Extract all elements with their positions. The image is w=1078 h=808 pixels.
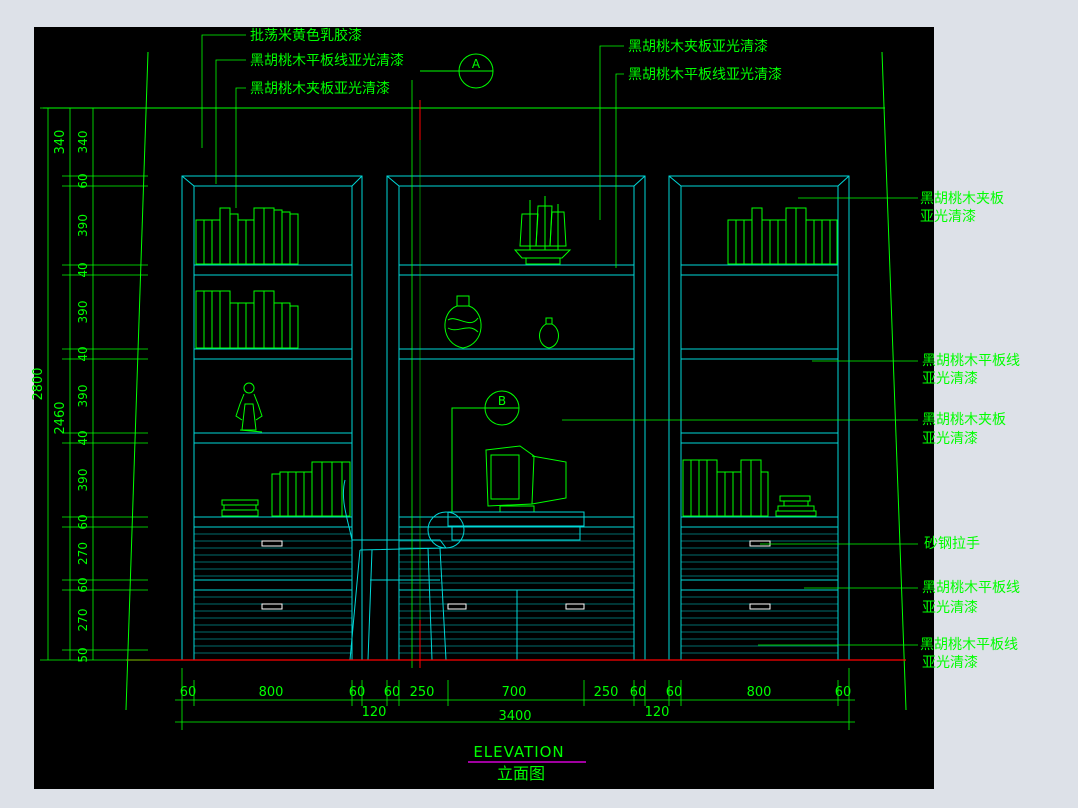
vertical-dim-5: 40 — [76, 346, 90, 361]
top-labels: 批荡米黄色乳胶漆 黑胡桃木平板线亚光清漆 黑胡桃木夹板亚光清漆 黑胡桃木夹板亚光… — [250, 27, 782, 97]
title-chinese: 立面图 — [497, 764, 545, 783]
dim-total-340: 340 — [53, 130, 68, 155]
books-left-top — [195, 207, 299, 265]
right-label-2: 黑胡桃木平板线 — [922, 353, 1020, 369]
top-label-2: 黑胡桃木平板线亚光清漆 — [250, 53, 404, 69]
horizontal-dimension-lines — [175, 668, 855, 730]
right-label-5-sub: 亚光清漆 — [922, 600, 978, 616]
vertical-dim-3: 40 — [76, 262, 90, 277]
horizontal-dim-9: 800 — [747, 685, 772, 700]
right-label-6-sub: 亚光清漆 — [922, 655, 978, 671]
horizontal-dim-0: 60 — [180, 685, 197, 700]
vertical-dim-4: 390 — [76, 301, 90, 324]
drawer-slats — [194, 533, 838, 654]
right-labels: 黑胡桃木夹板 亚光清漆 黑胡桃木平板线 亚光清漆 黑胡桃木夹板 亚光清漆 砂钢拉… — [920, 191, 1020, 671]
dim-120-left: 120 — [362, 705, 387, 720]
right-leaders — [562, 197, 918, 646]
horizontal-dim-8: 60 — [666, 685, 683, 700]
figurine — [235, 382, 263, 433]
ship-model — [513, 196, 572, 265]
horizontal-dim-10: 60 — [835, 685, 852, 700]
callout-b: B — [451, 390, 520, 512]
horizontal-dim-1: 800 — [259, 685, 284, 700]
horizontal-dim-4: 250 — [410, 685, 435, 700]
desk — [447, 511, 585, 541]
right-label-2-sub: 亚光清漆 — [922, 371, 978, 387]
vertical-dim-1: 60 — [76, 173, 90, 188]
drawer-handles — [261, 540, 771, 610]
top-label-1: 批荡米黄色乳胶漆 — [250, 27, 362, 44]
right-label-1: 黑胡桃木夹板 — [920, 191, 1004, 207]
vertical-dimension-lines — [40, 107, 150, 661]
vertical-dim-12: 270 — [76, 609, 90, 632]
vertical-dim-6: 390 — [76, 385, 90, 408]
right-label-5: 黑胡桃木平板线 — [922, 580, 1020, 596]
vertical-dim-10: 270 — [76, 542, 90, 565]
horizontal-dimension-labels: 60 800 60 60 250 700 250 60 60 800 60 — [180, 685, 852, 700]
drawing-title: ELEVATION 立面图 — [468, 743, 586, 783]
right-label-1-sub: 亚光清漆 — [920, 209, 976, 225]
dim-3400: 3400 — [498, 709, 531, 724]
top-label-4: 黑胡桃木夹板亚光清漆 — [628, 39, 768, 55]
books-left-lower — [221, 461, 351, 517]
horizontal-dim-5: 700 — [502, 685, 527, 700]
books-right-lower — [682, 459, 817, 517]
dim-total-2800: 2800 — [31, 367, 46, 400]
horizontal-dim-7: 60 — [630, 685, 647, 700]
vertical-dim-7: 40 — [76, 430, 90, 445]
room-outline — [43, 51, 907, 711]
horizontal-dim-6: 250 — [594, 685, 619, 700]
vertical-totals: 2800 2460 340 — [31, 130, 68, 435]
callout-a-label: A — [472, 57, 481, 71]
top-label-5: 黑胡桃木平板线亚光清漆 — [628, 67, 782, 83]
right-label-3: 黑胡桃木夹板 — [922, 412, 1006, 428]
vertical-dim-9: 60 — [76, 514, 90, 529]
horizontal-sub-labels: 120 3400 120 — [362, 705, 670, 724]
detail-circle-b — [427, 511, 465, 549]
computer-monitor — [485, 445, 567, 513]
horizontal-dim-2: 60 — [349, 685, 366, 700]
books-right-top — [727, 207, 838, 265]
vertical-dim-11: 60 — [76, 577, 90, 592]
callout-a: A — [420, 53, 494, 89]
horizontal-dim-3: 60 — [384, 685, 401, 700]
title-english: ELEVATION — [473, 743, 564, 761]
callout-b-label: B — [498, 394, 506, 408]
vertical-dim-13: 50 — [76, 647, 90, 662]
vertical-dim-8: 390 — [76, 469, 90, 492]
right-label-4: 砂钢拉手 — [924, 536, 980, 552]
cabinet-center — [386, 175, 646, 661]
right-label-3-sub: 亚光清漆 — [922, 431, 978, 447]
books-left-second — [195, 290, 299, 349]
vertical-dim-2: 390 — [76, 214, 90, 237]
top-label-3: 黑胡桃木夹板亚光清漆 — [250, 81, 390, 97]
chair — [342, 479, 447, 661]
vase-large — [444, 295, 482, 349]
vertical-dim-0: 340 — [76, 131, 90, 154]
vertical-dimension-labels: 60 390 40 390 40 390 40 390 60 270 60 270 50 340 — [76, 131, 90, 663]
vase-small — [539, 317, 559, 349]
right-label-6: 黑胡桃木平板线 — [920, 637, 1018, 653]
cabinet-left — [181, 175, 363, 661]
dim-total-2460: 2460 — [53, 401, 68, 434]
top-leaders — [201, 34, 624, 268]
dim-120-right: 120 — [645, 705, 670, 720]
